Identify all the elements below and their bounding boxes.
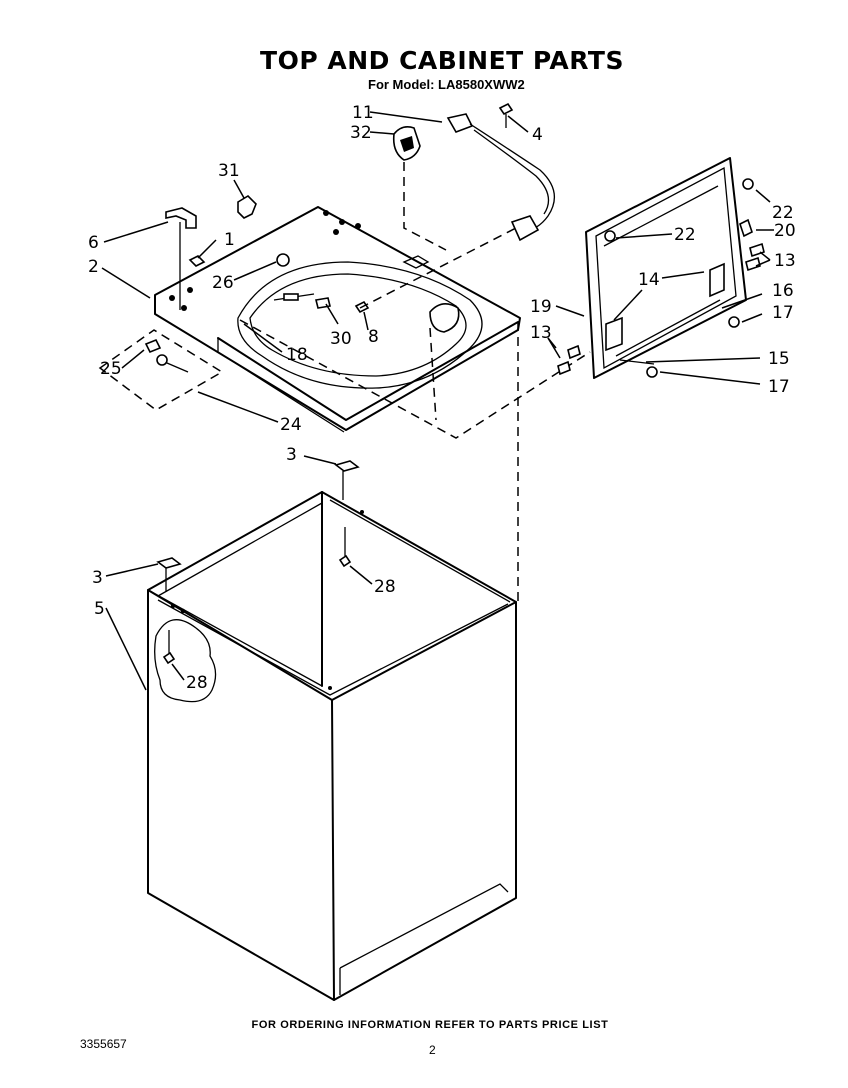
screw-13-c <box>567 344 581 360</box>
lid-switch-11 <box>446 113 474 133</box>
cap-17-upper <box>728 316 740 328</box>
bumper-22-lower <box>604 230 616 242</box>
lid-assembly <box>585 157 747 379</box>
cap-17-lower <box>646 366 658 378</box>
cabinet-assembly <box>147 491 517 1001</box>
page-title: TOP AND CABINET PARTS <box>260 46 624 75</box>
grommet-26 <box>276 253 290 267</box>
screw-13-b <box>745 256 761 272</box>
clip-3-right <box>334 460 360 472</box>
callout-1: 1 <box>224 230 235 250</box>
callout-28-upper: 28 <box>374 577 396 597</box>
callout-13-left: 13 <box>530 323 552 343</box>
callout-26: 26 <box>212 273 234 293</box>
callout-32: 32 <box>350 123 372 143</box>
callout-22-lower: 22 <box>674 225 696 245</box>
callout-14: 14 <box>638 270 660 290</box>
hinge-pin-25 <box>144 338 162 354</box>
screw-13-d <box>557 360 571 376</box>
ordering-note: FOR ORDERING INFORMATION REFER TO PARTS … <box>251 1019 609 1031</box>
clip-31 <box>237 194 257 219</box>
callout-6: 6 <box>88 233 99 253</box>
callout-31: 31 <box>218 161 240 181</box>
callout-15: 15 <box>768 349 790 369</box>
callout-30: 30 <box>330 329 352 349</box>
callout-16: 16 <box>772 281 794 301</box>
bumper-22-upper <box>742 178 754 190</box>
callout-13-right: 13 <box>774 251 796 271</box>
callout-4: 4 <box>532 125 543 145</box>
callout-8: 8 <box>368 327 379 347</box>
callout-3-upper: 3 <box>286 445 297 465</box>
hinge-6 <box>165 207 197 229</box>
top-assembly <box>154 206 521 433</box>
model-subtitle: For Model: LA8580XWW2 <box>368 77 525 92</box>
callout-17-upper: 17 <box>772 303 794 323</box>
callout-18: 18 <box>286 345 308 365</box>
callout-19: 19 <box>530 297 552 317</box>
screw-28-lower <box>162 630 176 665</box>
callout-22-upper: 22 <box>772 203 794 223</box>
document-number: 3355657 <box>80 1037 127 1051</box>
screw-28-upper <box>338 527 352 568</box>
clip-3-left <box>156 557 182 569</box>
callout-3-lower: 3 <box>92 568 103 588</box>
callout-17-lower: 17 <box>768 377 790 397</box>
page-number: 2 <box>429 1043 436 1057</box>
callout-25: 25 <box>100 359 122 379</box>
callout-2: 2 <box>88 257 99 277</box>
screw-4 <box>498 102 514 116</box>
callout-11: 11 <box>352 103 374 123</box>
callout-5: 5 <box>94 599 105 619</box>
callout-28-lower: 28 <box>186 673 208 693</box>
callout-24: 24 <box>280 415 302 435</box>
strike-20 <box>739 218 753 238</box>
callout-20: 20 <box>774 221 796 241</box>
nut-1 <box>188 255 206 267</box>
